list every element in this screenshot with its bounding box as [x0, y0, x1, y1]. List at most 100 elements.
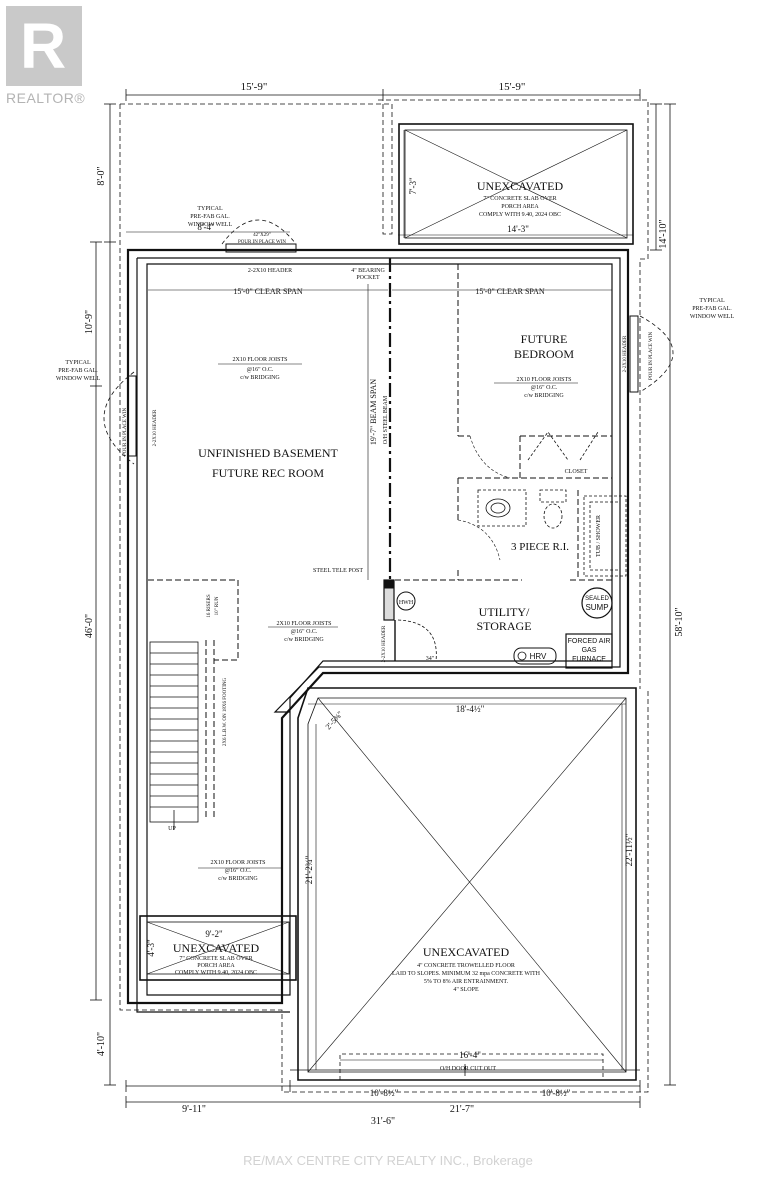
unexcavated-porch-top: UNEXCAVATED — [477, 179, 564, 193]
window-well-left-3: WINDOW WELL — [56, 376, 101, 382]
dim-chamfer: 2'-5⅜" — [324, 709, 345, 731]
window-wells — [103, 219, 674, 465]
dim-garage-width: 18'-4½" — [456, 704, 485, 714]
dim-top-left: 15'-9" — [241, 81, 268, 93]
oh-door-label: O/H DOOR CUT OUT — [440, 1066, 496, 1072]
brokerage-watermark: RE/MAX CENTRE CITY REALTY INC., Brokerag… — [243, 1153, 533, 1168]
window-well-right-2: PRE-FAB GAL. — [692, 306, 732, 312]
porch-top-note-3: COMPLY WITH 9.40, 2024 OBC — [479, 212, 561, 218]
window-well-left-2: PRE-FAB GAL. — [58, 368, 98, 374]
joists-util-3: c/w BRIDGING — [284, 637, 324, 643]
beam-span-label: 19'-7" BEAM SPAN — [369, 379, 378, 445]
joists-rec-1: 2X10 FLOOR JOISTS — [232, 357, 287, 363]
joists-low-2: @16" O.C. — [225, 868, 252, 874]
dim-top-right: 15'-9" — [499, 81, 526, 93]
joists-bed-2: @16" O.C. — [531, 385, 558, 391]
unexcavated-garage: UNEXCAVATED — [423, 945, 510, 959]
porch-top-note-1: 7" CONCRETE SLAB OVER — [483, 196, 556, 202]
header-top: 2-2X10 HEADER — [248, 268, 292, 274]
garage — [297, 687, 637, 1081]
window-well-right-3: WINDOW WELL — [690, 314, 735, 320]
joists-low-3: c/w BRIDGING — [218, 876, 258, 882]
dim-left-mid: 10'-9" — [84, 310, 95, 334]
tele-post-label: STEEL TELE POST — [313, 568, 363, 574]
furnace-box — [565, 633, 613, 669]
garage-note-1: 4" CONCRETE TROWELLED FLOOR — [417, 963, 515, 969]
dimension-lines — [90, 89, 676, 1108]
clear-span-right: 15'-0" CLEAR SPAN — [475, 287, 545, 296]
joists-bed-1: 2X10 FLOOR JOISTS — [516, 377, 571, 383]
dim-bottom-g2: 10'-8½" — [542, 1088, 571, 1098]
bearing-pocket-1: 4" BEARING — [351, 268, 385, 274]
window-well-left-1: TYPICAL — [65, 360, 91, 366]
sump-symbol — [581, 587, 613, 619]
utility-label-2: STORAGE — [476, 619, 531, 633]
windows — [127, 243, 639, 457]
dim-basement-height: 21'-2¾" — [304, 855, 314, 884]
garage-note-4: 4" SLOPE — [453, 987, 479, 993]
bedroom-label-1: FUTURE — [521, 332, 568, 346]
dim-left-top: 8'-0" — [96, 166, 107, 185]
dim-garage-door: 16'-4" — [459, 1050, 481, 1060]
header-right: 2-2X10 HEADER — [623, 335, 628, 372]
bedroom-label-2: BEDROOM — [514, 347, 574, 361]
tub-shower-label: TUB / SHOWER — [596, 515, 602, 557]
dim-porch-width: 14'-3" — [507, 224, 529, 234]
stairs-up-label: UP — [168, 826, 176, 832]
dim-bottom-total: 31'-6" — [371, 1116, 395, 1127]
sump-label-2: SUMP — [585, 603, 608, 612]
pour-in-place-right: POUR IN PLACE WIN — [649, 332, 654, 380]
joist-arrows — [198, 363, 578, 869]
hrv-label: HRV — [530, 652, 547, 661]
dim-bottom-mid: 21'-7" — [450, 1104, 474, 1115]
closet-doors — [527, 431, 599, 461]
bath-fixtures — [477, 489, 627, 577]
porch-bottom — [139, 915, 297, 981]
joists-rec-2: @16" O.C. — [247, 367, 274, 373]
utility-label-1: UTILITY/ — [479, 605, 530, 619]
stair-wall-label: 2X6 L.B.W. ON 18X6 FOOTING — [223, 677, 228, 746]
closet-label: CLOSET — [565, 469, 588, 475]
dim-right-big: 58'-10" — [674, 607, 685, 636]
dim-garage-height: 22'-11½" — [624, 833, 634, 866]
dim-right-top: 14'-10" — [658, 219, 669, 248]
door-swing-bedroom — [469, 435, 511, 479]
realtor-r-glyph: R — [20, 10, 67, 82]
dim-window-offset: 8'-4" — [197, 222, 215, 232]
header-utility: 2-2X10 HEADER — [382, 625, 387, 662]
hrv-box — [513, 647, 557, 665]
rec-room-label-2: FUTURE REC ROOM — [212, 466, 324, 480]
porch-bottom-note-2: PORCH AREA — [197, 963, 235, 969]
joists-bed-3: c/w BRIDGING — [524, 393, 564, 399]
hwh-label: HWH — [399, 600, 414, 606]
porch-bottom-note-3: COMPLY WITH 9.40, 2024 OBC — [175, 970, 257, 976]
dim-bottom-g1: 10'-8½" — [370, 1088, 399, 1098]
door-swing-bath — [457, 519, 501, 561]
pour-in-place-left: POUR IN PLACE WIN — [123, 408, 128, 456]
door-swing-utility — [397, 619, 437, 662]
sump-label-1: SEALED — [585, 596, 609, 602]
dim-porch-height: 7'-3" — [408, 177, 418, 195]
stairs — [149, 641, 199, 830]
header-left: 2-2X10 HEADER — [153, 409, 158, 446]
furnace-label-1: FORCED AIR — [568, 638, 611, 645]
dim-small-porch-height: 4'-3" — [146, 939, 156, 957]
porch-bottom-note-1: 7" CONCRETE SLAB OVER — [179, 956, 252, 962]
dim-left-big: 46'-0" — [84, 614, 95, 638]
bath-label: 3 PIECE R.I. — [511, 541, 569, 553]
furnace-label-2: GAS — [582, 647, 597, 654]
porch-top-note-2: PORCH AREA — [501, 204, 539, 210]
pour-in-place-top: POUR IN PLACE WIN — [238, 240, 286, 245]
partitions — [148, 264, 612, 820]
bearing-pocket-2: POCKET — [356, 275, 380, 281]
joists-util-2: @16" O.C. — [291, 629, 318, 635]
furnace-label-3: FURNACE — [572, 656, 606, 663]
risers-label-2: 10" RUN — [215, 596, 220, 615]
clear-span-lines — [126, 130, 633, 291]
post-cap — [383, 579, 395, 589]
realtor-logo-mark: R — [6, 6, 82, 86]
dim-left-bottom: 4'-10" — [96, 1032, 107, 1056]
dim-small-porch-width: 9'-2" — [205, 929, 223, 939]
window-size-top: 42"X29" — [253, 233, 271, 238]
